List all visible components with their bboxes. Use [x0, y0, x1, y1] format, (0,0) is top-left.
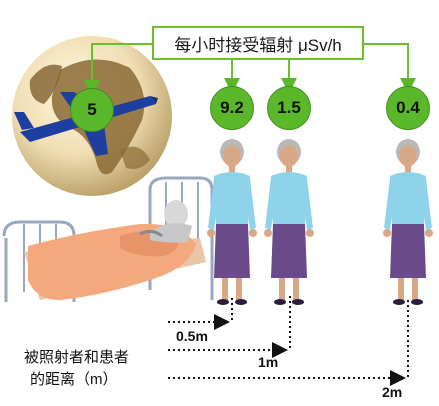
value-badge-0-5m: 9.2	[210, 86, 254, 130]
person-at-0-5m	[207, 139, 257, 305]
hospital-bed-illustration	[2, 176, 214, 302]
connector-lines	[84, 43, 416, 96]
person-at-1m	[264, 139, 314, 305]
value-badge-globe: 5	[70, 88, 114, 132]
person-at-2m	[383, 139, 433, 305]
distance-caption-line1: 被照射者和患者	[24, 349, 130, 366]
distance-arrows	[168, 296, 409, 386]
distance-label-2m: 2m	[382, 384, 403, 400]
distance-label-0-5m: 0.5m	[176, 328, 208, 344]
value-badge-2m: 0.4	[386, 86, 430, 130]
title-label: 每小时接受辐射 μSv/h	[152, 26, 364, 60]
distance-label-1m: 1m	[258, 354, 279, 370]
distance-caption-line2: 的距离（m）	[30, 371, 118, 388]
value-badge-1m: 1.5	[267, 86, 311, 130]
